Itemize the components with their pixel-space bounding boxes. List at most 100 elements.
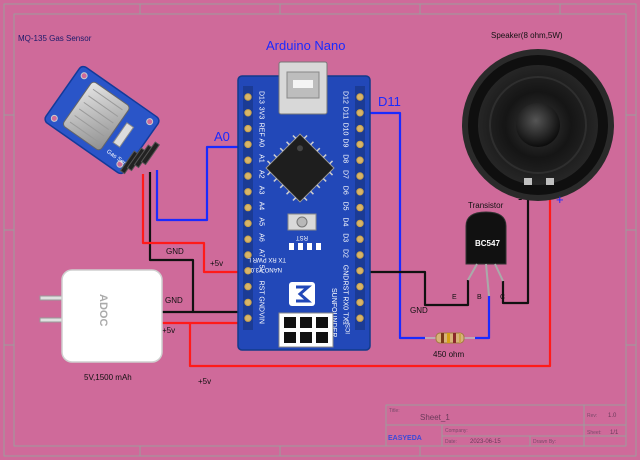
- left-pin-hole: [244, 235, 252, 243]
- battery-brand-label: ADOC: [97, 294, 109, 326]
- left-pin-hole: [244, 219, 252, 228]
- wire-base: [475, 296, 491, 340]
- status-leds: [289, 243, 321, 250]
- left-pin-hole: [244, 188, 252, 196]
- left-pin-hole: [244, 282, 252, 291]
- nano-right-pin-label: D6: [342, 186, 349, 195]
- sheet-frame: [3, 3, 637, 457]
- nano-left-pin-label: REF: [258, 123, 265, 137]
- right-pin-hole: [356, 156, 364, 164]
- title-block: Title: Sheet_1 Company: Date: 2023-06-15…: [385, 404, 627, 447]
- left-pin-hole: [244, 109, 252, 117]
- nano-right-pin-label: RST: [342, 281, 349, 296]
- right-pin-hole: [356, 109, 364, 117]
- v5-sensor-label: +5v: [210, 259, 223, 268]
- gnd-transistor-label: GND: [410, 306, 428, 315]
- left-pin-hole: [244, 93, 252, 101]
- title-label: Title:: [389, 408, 400, 414]
- nano-left-pin-label: A3: [258, 186, 265, 195]
- right-pin-hole: [356, 203, 364, 212]
- wire-sensor-5v: [141, 174, 248, 274]
- left-pin-hole: [244, 298, 252, 307]
- nano-left-pin-label: VIN: [258, 312, 265, 324]
- battery-label: 5V,1500 mAh: [84, 373, 132, 382]
- nano-right-pin-label: RX0: [342, 296, 349, 310]
- nano-right-pin-label: D11: [342, 107, 349, 119]
- v5-bottom-label: +5v: [198, 377, 211, 386]
- right-pin-hole: [356, 251, 364, 259]
- right-pin-hole: [356, 140, 364, 149]
- wires: [141, 111, 552, 368]
- right-pin-hole: [356, 172, 364, 180]
- nano-model-label: NANO V3.0: [250, 266, 282, 272]
- nano-right-pin-label: D10: [342, 123, 349, 136]
- rev-label: Rev:: [587, 413, 597, 419]
- left-pin-hole: [244, 140, 252, 149]
- icsp-header: [278, 312, 334, 348]
- nano-left-pin-label: A7: [258, 249, 265, 258]
- v5-battery-label: +5v: [162, 326, 175, 335]
- right-pin-hole: [356, 219, 364, 228]
- speaker: Speaker(8 ohm,5W) - +: [462, 31, 614, 207]
- company-label: Company:: [445, 428, 468, 434]
- battery-adapter: ADOC 5V,1500 mAh: [39, 269, 163, 382]
- speaker-minus-label: -: [518, 191, 522, 206]
- right-pin-hole: [356, 282, 364, 291]
- nano-right-pin-label: D5: [342, 202, 349, 211]
- right-pin-hole: [356, 267, 364, 275]
- icsp-label: ICSP: [346, 320, 352, 334]
- wire-emitter-gnd: [358, 270, 470, 307]
- arduino-label: Arduino Nano: [266, 38, 346, 53]
- nano-right-pin-label: TX1: [342, 312, 349, 325]
- right-pin-hole: [356, 93, 364, 101]
- pin-d11-label: D11: [378, 94, 401, 109]
- right-pin-header: [355, 86, 365, 330]
- sheet-label: Sheet:: [587, 430, 601, 436]
- left-pin-header: [243, 86, 253, 330]
- transistor-bc547: BC547 Transistor E B C: [452, 201, 507, 301]
- nano-left-pin-label: A0: [258, 138, 265, 147]
- title-value: Sheet_1: [420, 413, 450, 422]
- transistor-label: Transistor: [468, 201, 504, 210]
- nano-left-pin-label: A6: [258, 233, 265, 242]
- gas-sensor-module: Gas Sensor MQ-135 Gas Sensor: [18, 34, 161, 175]
- nano-left-pin-label: A1: [258, 154, 265, 163]
- date-value: 2023-06-15: [470, 439, 501, 445]
- nano-right-pin-label: D12: [342, 91, 349, 104]
- nano-right-pin-label: D4: [342, 217, 349, 226]
- drawn-label: Drawn By:: [533, 439, 556, 445]
- pin-b-label: B: [477, 294, 482, 301]
- left-pin-hole: [244, 172, 252, 180]
- right-pin-hole: [356, 124, 364, 133]
- microcontroller-chip: [265, 133, 335, 203]
- nano-right-pin-label: D8: [342, 154, 349, 163]
- nano-right-pin-label: D3: [342, 233, 349, 242]
- gnd-sensor-label: GND: [166, 247, 184, 256]
- wire-sensor-gnd: [148, 172, 195, 312]
- easyeda-logo: EASYEDA: [388, 435, 422, 442]
- pin-a0-label: A0: [214, 129, 230, 144]
- left-pin-hole: [244, 314, 252, 322]
- left-pin-hole: [244, 251, 252, 259]
- pin-e-label: E: [452, 294, 457, 301]
- nano-left-pin-label: 3V3: [258, 107, 265, 120]
- nano-right-pin-label: GND: [342, 265, 349, 281]
- date-label: Date:: [445, 439, 457, 445]
- gnd-battery-label: GND: [165, 296, 183, 305]
- wire-speaker-plus: [188, 185, 552, 368]
- nano-right-pin-label: D9: [342, 138, 349, 147]
- nano-right-pin-label: D2: [342, 249, 349, 258]
- nano-leds-label: TX RX PWR L: [247, 256, 286, 262]
- gas-sensor-label: MQ-135 Gas Sensor: [18, 34, 92, 43]
- nano-left-pin-label: D13: [258, 91, 265, 104]
- right-pin-hole: [356, 314, 364, 322]
- left-pin-hole: [244, 203, 252, 212]
- wire-d11: [366, 111, 425, 340]
- right-pin-hole: [356, 235, 364, 243]
- rev-value: 1.0: [608, 413, 617, 419]
- right-pin-hole: [356, 188, 364, 196]
- nano-left-pin-label: RST: [258, 281, 265, 296]
- speaker-label: Speaker(8 ohm,5W): [491, 31, 563, 40]
- sunfounder-logo-icon: [289, 282, 315, 306]
